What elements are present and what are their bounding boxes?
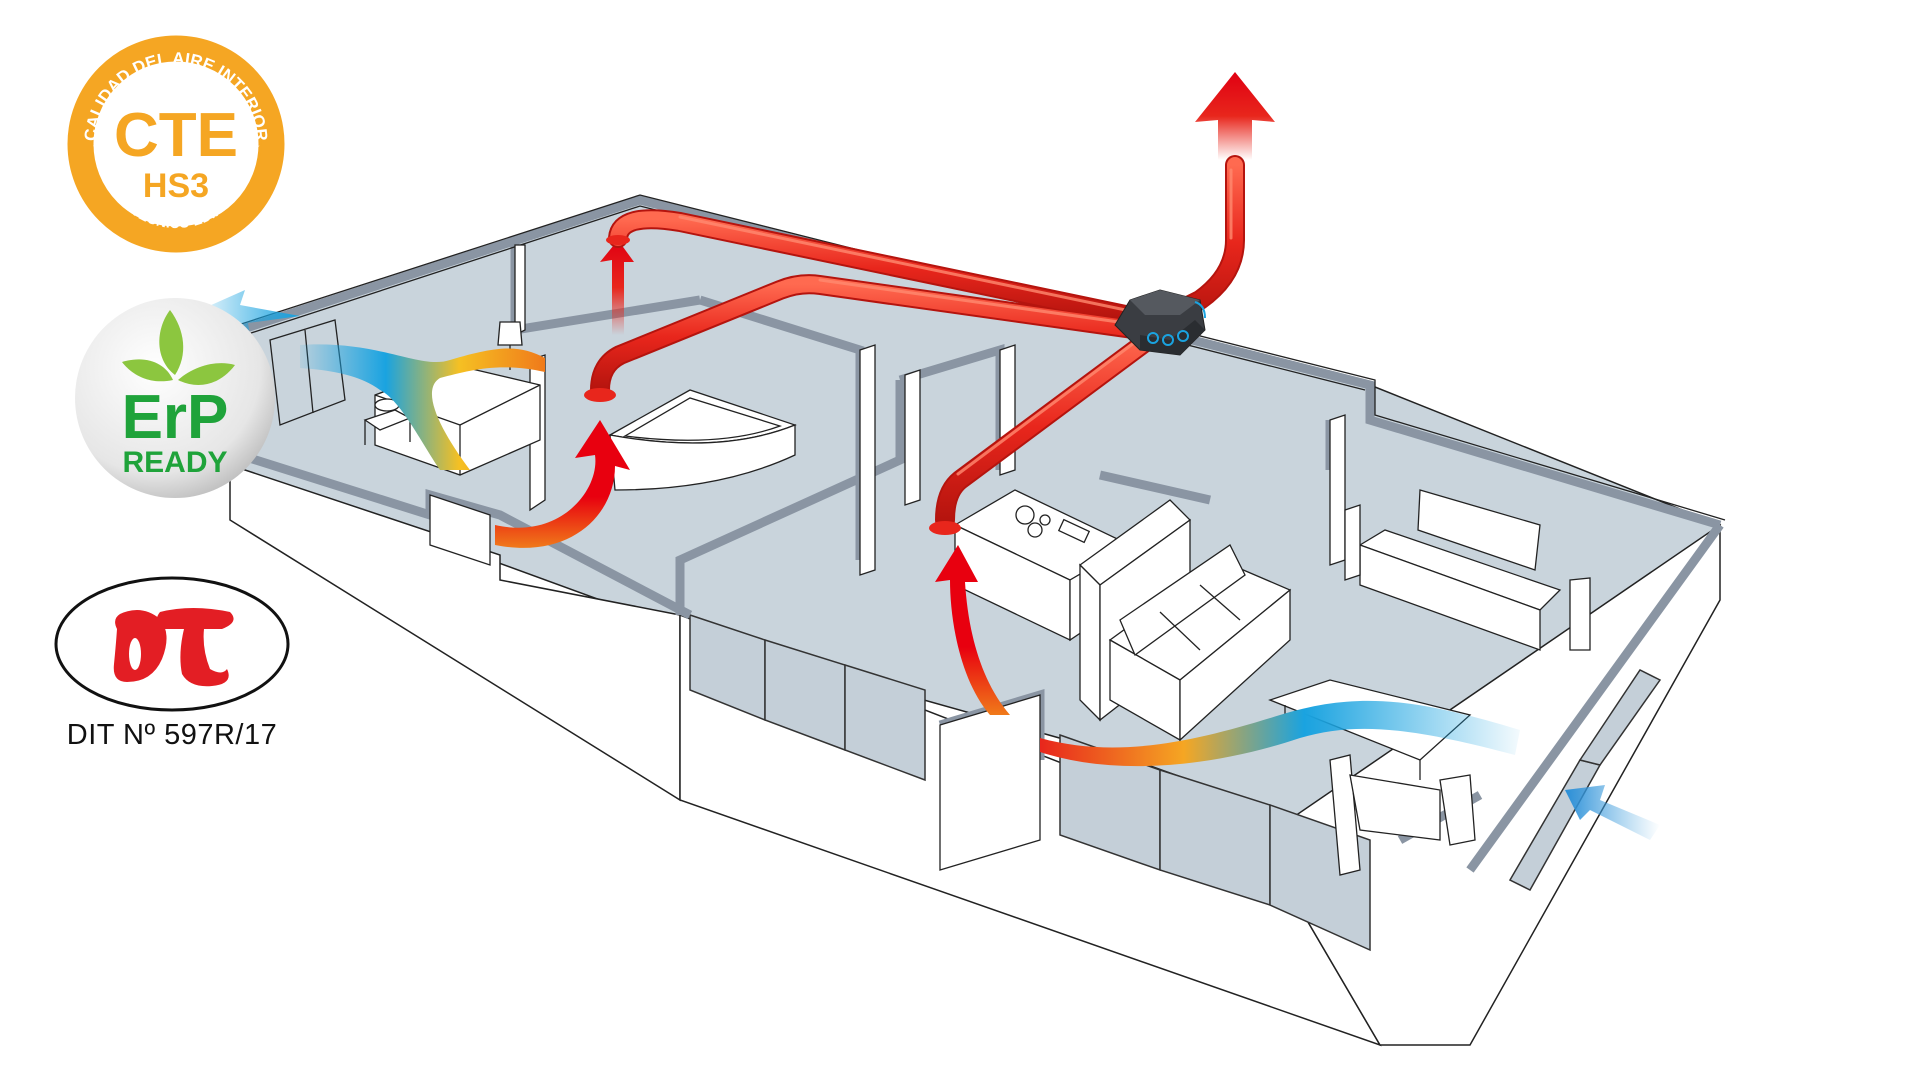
cte-subtitle: HS3 — [143, 167, 209, 205]
airflows — [200, 72, 1660, 840]
exhaust-duct-roof — [1152, 157, 1243, 328]
bathtub — [608, 389, 797, 491]
erp-title: ErP — [122, 383, 229, 452]
supply-air-arrow-icon — [200, 290, 300, 335]
extract-duct-bathroom — [592, 276, 1148, 398]
nightstand — [363, 398, 412, 445]
sofa — [1108, 544, 1292, 742]
dit-certification-badge: DIT Nº 597R/17 — [52, 574, 292, 754]
extract-arrow-bathroom-top — [600, 240, 634, 335]
extract-curved-arrow-kitchen — [935, 545, 1010, 715]
extract-duct-kitchen — [937, 327, 1163, 528]
star-icon: ★ — [92, 139, 105, 155]
exhaust-arrow-icon — [1195, 72, 1275, 160]
extract-duct-bathroom-top — [610, 211, 1148, 326]
ventilation-unit-icon — [1114, 289, 1206, 356]
cte-title: CTE — [114, 101, 238, 170]
erp-subtitle: READY — [122, 446, 227, 479]
star-icon: ★ — [248, 139, 261, 155]
duct-network — [584, 155, 1245, 535]
fresh-air-stream-living — [1040, 700, 1520, 767]
dit-number: DIT Nº 597R/17 — [66, 719, 278, 751]
armchair — [1329, 754, 1476, 876]
extract-curved-arrow-bathroom — [495, 420, 630, 548]
leaf-icon — [122, 310, 235, 385]
bedroom-window — [269, 319, 346, 426]
incoming-air-arrow-icon — [1565, 785, 1660, 840]
cte-hs3-badge: CALIDAD DEL AIRE INTERIOR CODIGO TECNICO… — [66, 34, 286, 254]
vent-cap-bathroom-top — [606, 235, 630, 245]
vent-cap-kitchen — [929, 521, 961, 535]
floor-plan — [229, 194, 1726, 1047]
tv-unit — [1344, 489, 1591, 651]
erp-ready-badge: ErP READY — [70, 290, 280, 500]
fresh-air-stream-bedroom — [300, 344, 545, 470]
vent-cap-bathroom — [584, 388, 616, 402]
